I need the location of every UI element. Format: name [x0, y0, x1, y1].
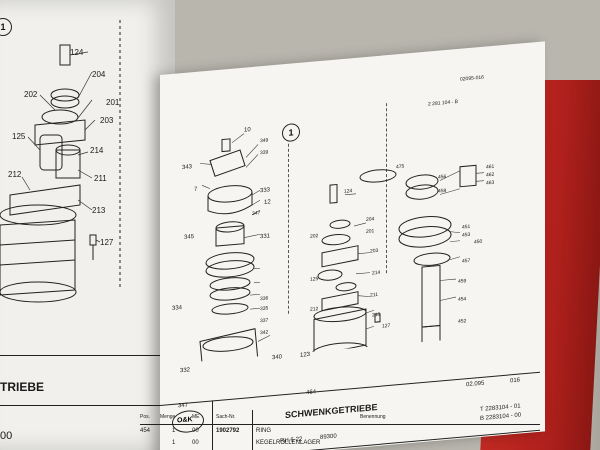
label-10: 10: [244, 127, 251, 134]
label-214: 214: [90, 146, 104, 155]
label-127: 127: [100, 238, 114, 247]
label-204: 204: [92, 70, 106, 79]
label-339: 339: [260, 149, 269, 157]
label-333: 333: [260, 187, 271, 195]
row-me: 00: [192, 440, 199, 446]
label-12: 12: [264, 199, 271, 206]
label-m204: 204: [366, 216, 375, 223]
label-335: 335: [260, 305, 269, 313]
col-benennung: Benennung: [360, 414, 386, 420]
label-457: 457: [462, 257, 471, 265]
label-347: 347: [252, 210, 261, 217]
label-202: 202: [24, 90, 38, 99]
doc-suffix: 016: [510, 377, 521, 385]
label-212: 212: [8, 170, 22, 179]
row-sach: 1902792: [216, 428, 240, 434]
label-m201: 201: [366, 228, 375, 235]
label-462: 462: [486, 171, 495, 179]
row-menge: 1: [172, 440, 176, 446]
label-340: 340: [272, 354, 283, 362]
row-menge: 1: [172, 428, 176, 434]
col-pos: Pos.: [140, 414, 151, 420]
label-349: 349: [260, 137, 269, 145]
left-page: 1: [0, 0, 175, 450]
row-me: 00: [192, 428, 199, 434]
label-203: 203: [100, 116, 114, 125]
label-m202: 202: [310, 233, 319, 240]
label-342: 342: [260, 329, 269, 337]
label-453: 453: [462, 231, 471, 239]
label-332: 332: [180, 367, 191, 375]
label-m213: 213: [372, 311, 381, 319]
left-number-fragment: 00: [0, 430, 13, 442]
label-331: 331: [260, 233, 271, 241]
title-block-top-rule: [160, 371, 540, 406]
label-451: 451: [462, 223, 471, 231]
label-7: 7: [194, 186, 198, 194]
label-m203: 203: [370, 247, 379, 255]
label-337: 337: [260, 317, 269, 325]
label-211: 211: [94, 174, 107, 183]
label-456: 456: [438, 173, 447, 181]
label-345: 345: [184, 234, 195, 241]
label-m214: 214: [372, 269, 381, 277]
left-header-rule: [0, 355, 175, 356]
col-divider: [252, 410, 253, 450]
label-m211: 211: [370, 291, 378, 299]
label-461: 461: [486, 163, 495, 171]
label-125: 125: [12, 132, 26, 141]
label-213: 213: [92, 206, 106, 215]
left-exploded-drawing: [0, 20, 121, 303]
label-459: 459: [458, 278, 467, 285]
parts-table: Pos. Menge ME Sach-Nr. Benennung 454 1 0…: [140, 410, 540, 450]
label-452: 452: [458, 318, 467, 325]
left-title-fragment: TRIEBE: [0, 380, 45, 394]
col-sach: Sach-Nr.: [216, 414, 236, 420]
row-name: RING: [256, 428, 271, 434]
right-page: 02095-016 2 281 104 - B 1: [160, 41, 545, 450]
header-row-rule: [140, 424, 540, 425]
label-m124: 124: [344, 188, 353, 195]
label-m123: 123: [300, 351, 311, 359]
row-name: KEGELROLLENLAGER: [256, 440, 321, 446]
label-463: 463: [486, 179, 495, 187]
label-475: 475: [396, 163, 405, 171]
label-458: 458: [438, 187, 447, 195]
label-m212: 212: [310, 306, 319, 313]
label-124: 124: [70, 48, 84, 57]
label-336: 336: [260, 295, 269, 303]
row-pos: 454: [140, 428, 151, 434]
left-title-rule: [0, 405, 175, 406]
col-me: ME: [192, 414, 200, 420]
doc-number: 02.095: [466, 380, 485, 389]
col-menge: Menge: [160, 414, 176, 420]
label-450: 450: [474, 238, 483, 246]
label-454: 454: [458, 296, 467, 303]
label-m127: 127: [382, 322, 391, 330]
label-334: 334: [172, 305, 183, 312]
right-exploded-drawing: [199, 133, 484, 365]
label-343: 343: [182, 164, 193, 172]
label-m125: 125: [310, 276, 319, 283]
label-201: 201: [106, 98, 120, 107]
